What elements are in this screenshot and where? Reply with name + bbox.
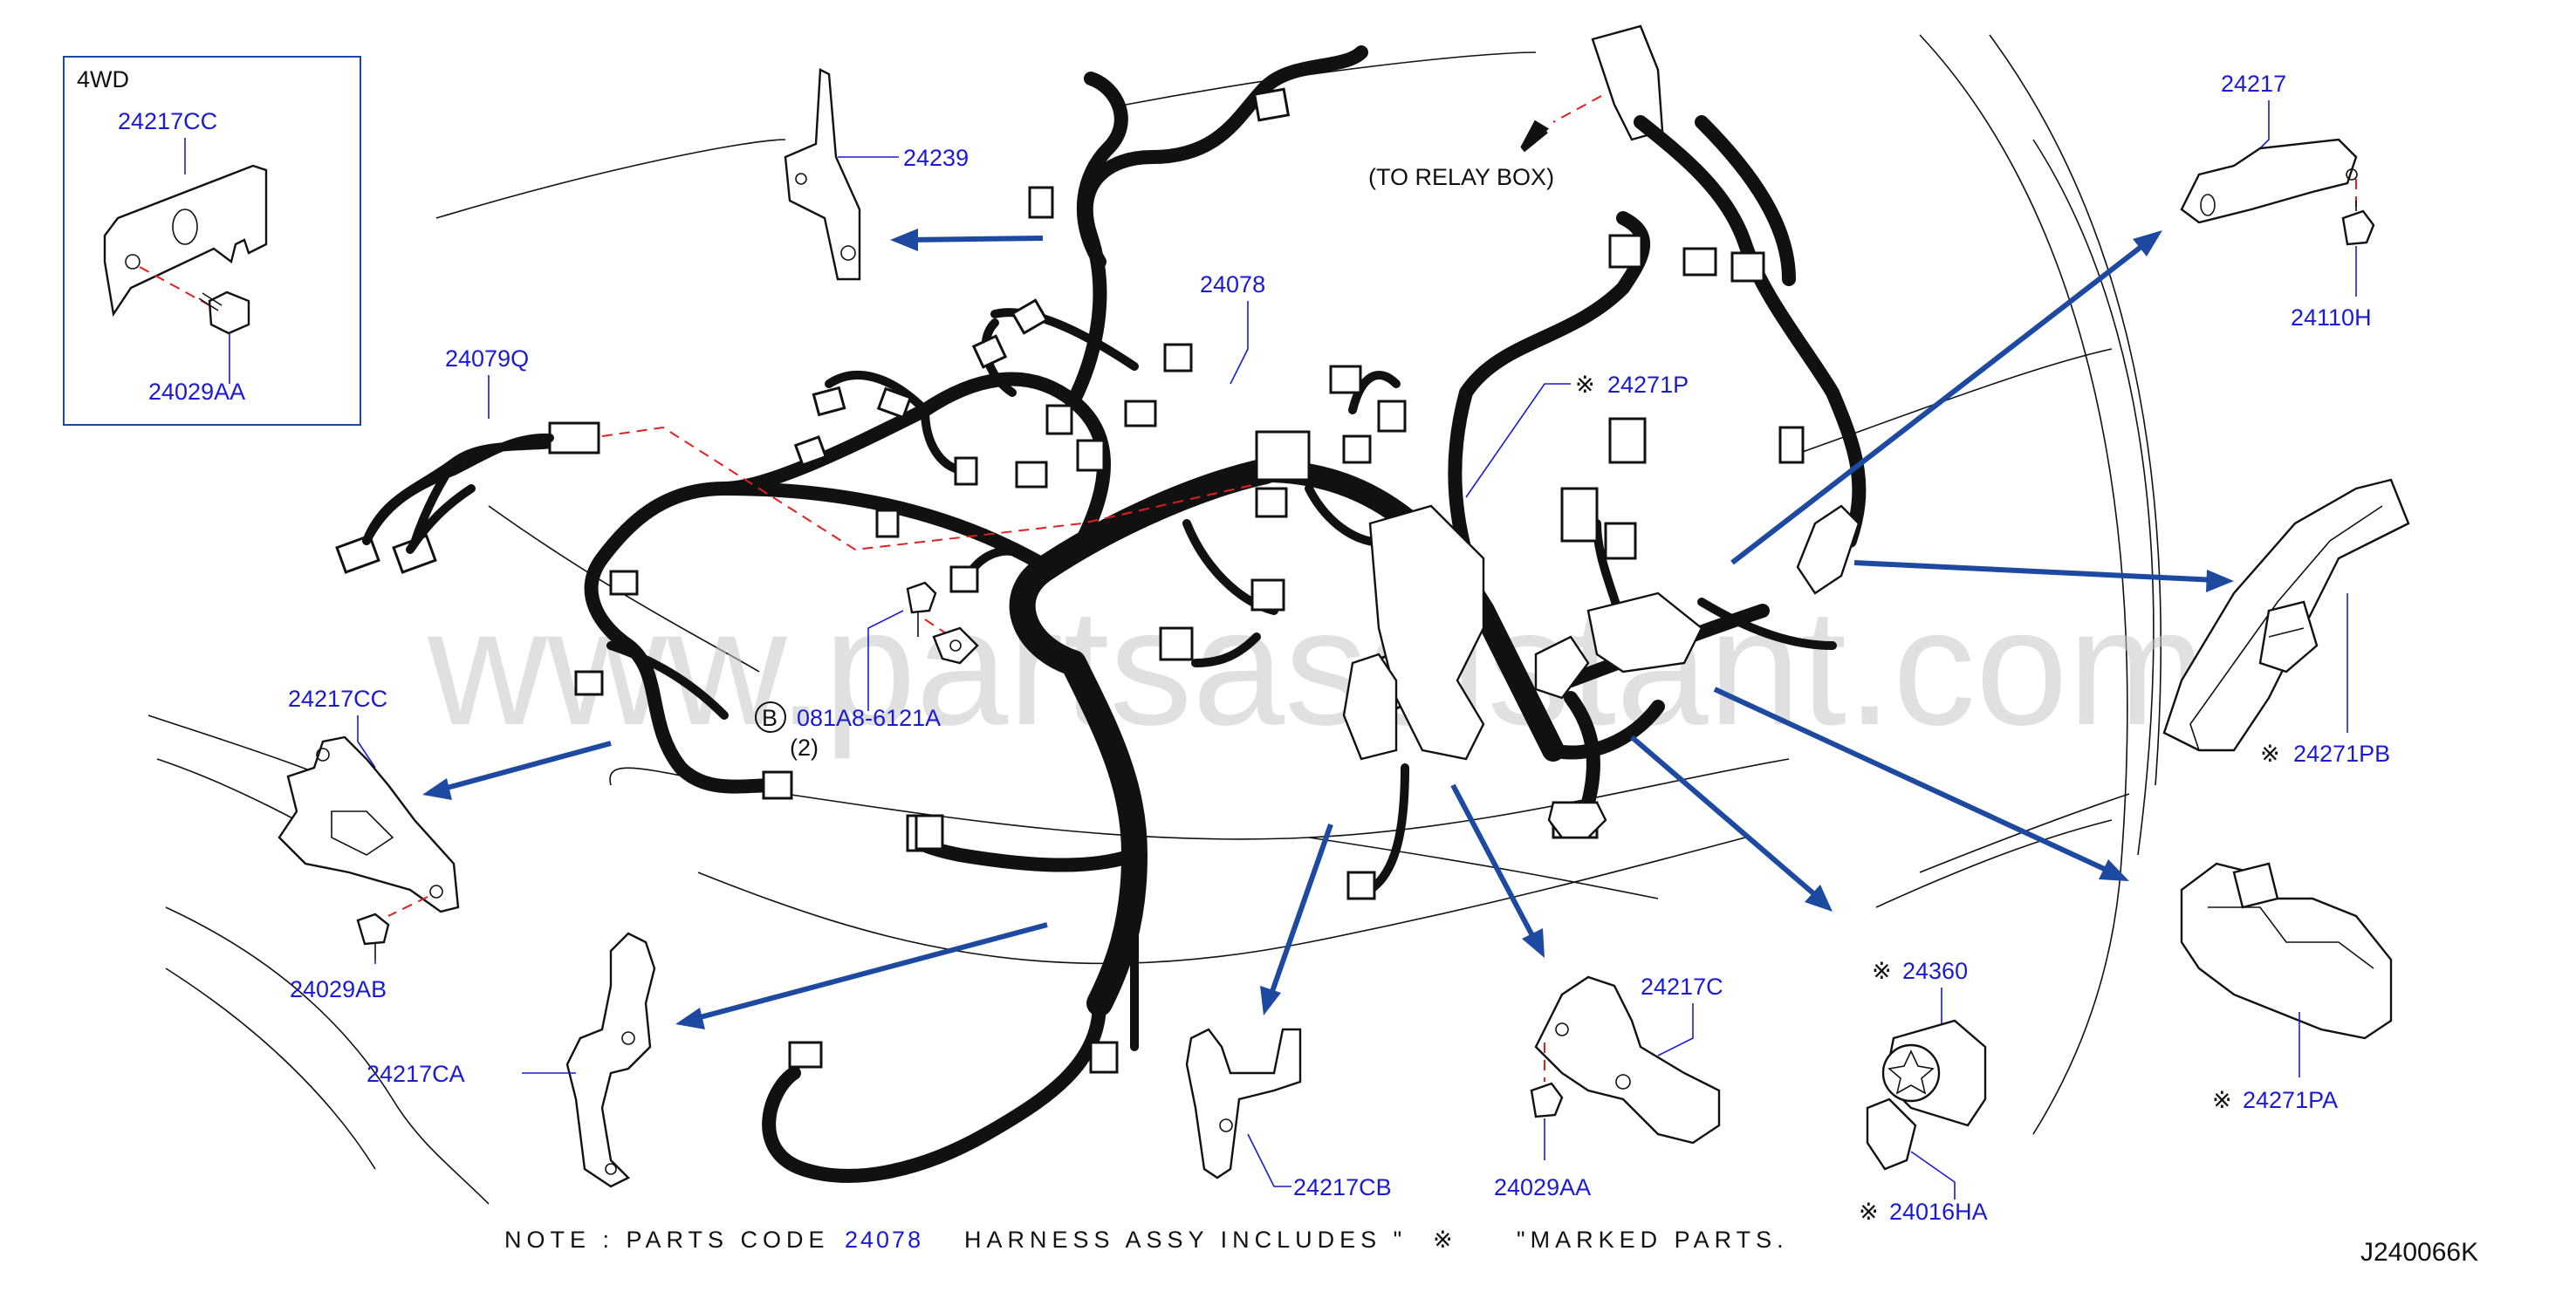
label-24110H: 24110H — [2291, 304, 2372, 331]
marked-symbol-24271PB: ※ — [2260, 741, 2280, 767]
label-24217C: 24217C — [1641, 974, 1723, 1000]
bracket-24217CA: 24217CA — [367, 932, 656, 1188]
marked-symbol-24016HA: ※ — [1859, 1199, 1879, 1225]
bolt-callout-qty: (2) — [790, 735, 819, 761]
label-24217CB: 24217CB — [1293, 1174, 1392, 1200]
label-24078: 24078 — [1200, 271, 1265, 297]
bracket-24217C: 24217C 24029AA — [1494, 974, 1723, 1200]
relay-box-note: (TO RELAY BOX) — [1368, 164, 1554, 190]
marked-symbol-24271P: ※ — [1575, 372, 1595, 398]
note-suffix: "MARKED PARTS. — [1517, 1227, 1789, 1253]
label-24029AB: 24029AB — [290, 976, 387, 1002]
harness-24079Q — [362, 433, 554, 554]
label-24217CA: 24217CA — [367, 1061, 465, 1087]
bracket-24217CC: 24217CC 24029AB — [277, 686, 460, 1002]
inset-4wd: 4WD 24217CC 24029AA — [63, 56, 361, 426]
bolt-callout-letter: B — [762, 705, 778, 731]
cover-24271PA: ※ 24271PA — [2180, 862, 2393, 1113]
bracket-24217CB: 24217CB — [1185, 1028, 1392, 1200]
diagram-id: J240066K — [2360, 1238, 2478, 1267]
label-24217: 24217 — [2221, 71, 2286, 97]
label-24271P: 24271P — [1607, 372, 1689, 398]
inset-label-24029AA: 24029AA — [148, 379, 245, 405]
junction-block — [1342, 504, 1860, 761]
label-24029AA: 24029AA — [1494, 1174, 1591, 1200]
label-24239: 24239 — [903, 145, 969, 171]
watermark: www.partsassistant.com — [427, 575, 2206, 760]
bolt-callout: B 081A8-6121A (2) — [755, 581, 979, 761]
label-24360: 24360 — [1902, 958, 1968, 984]
leader-arrows — [422, 229, 2234, 1029]
note-middle: HARNESS ASSY INCLUDES " — [964, 1227, 1407, 1253]
label-24016HA: 24016HA — [1889, 1199, 1988, 1225]
label-24271PB: 24271PB — [2293, 741, 2390, 767]
note-prefix: NOTE : PARTS CODE — [504, 1227, 830, 1253]
callout-24271P: ※ 24271P — [1465, 372, 1689, 498]
label-24271PA: 24271PA — [2243, 1087, 2338, 1113]
label-24079Q: 24079Q — [445, 345, 529, 372]
marked-symbol-24360: ※ — [1872, 958, 1892, 984]
marked-symbol-24271PA: ※ — [2212, 1087, 2232, 1113]
note-marked-symbol: ※ — [1433, 1227, 1453, 1253]
grommet-24360: ※ 24360 ※ 24016HA — [1859, 958, 1988, 1225]
bracket-24217: 24217 24110H — [2180, 71, 2375, 331]
bracket-24217CC-inset-shape — [103, 164, 268, 318]
note-line: NOTE : PARTS CODE 24078 HARNESS ASSY INC… — [504, 1227, 1789, 1253]
label-24217CC: 24217CC — [288, 686, 387, 712]
center-grommet — [1547, 801, 1607, 839]
main-harness-24078 — [362, 45, 1867, 1183]
inset-label-24217CC: 24217CC — [118, 108, 217, 134]
note-code: 24078 — [845, 1227, 923, 1253]
bracket-24239: 24239 — [784, 68, 969, 281]
cover-24271PB: ※ 24271PB — [2162, 478, 2410, 767]
inset-title: 4WD — [77, 66, 129, 92]
bolt-callout-part: 081A8-6121A — [797, 705, 941, 731]
